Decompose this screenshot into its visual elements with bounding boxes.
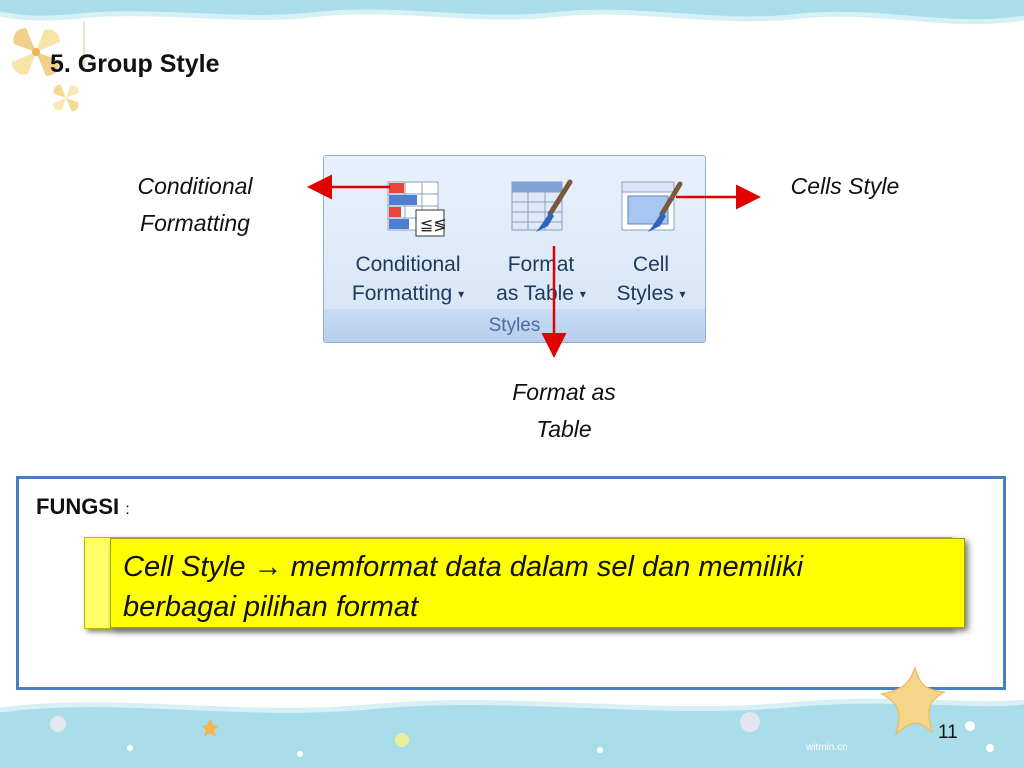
page-number: 11	[938, 722, 958, 743]
starfish-icon	[879, 665, 947, 737]
cell-styles-label-line1: Cell	[632, 253, 670, 276]
chevron-down-icon: ▾	[679, 286, 686, 301]
callout-format-table-line2: Table	[536, 416, 592, 442]
ribbon-styles-group: ≦≶ Conditional Formatting ▾ Format as Ta…	[323, 155, 706, 343]
format-as-table-icon	[511, 179, 573, 232]
chevron-down-icon: ▾	[458, 286, 465, 301]
format-as-table-button[interactable]: Format as Table ▾	[486, 166, 596, 316]
fungsi-label: FUNGSI	[36, 494, 120, 519]
conditional-formatting-button[interactable]: ≦≶ Conditional Formatting ▾	[338, 166, 478, 316]
callout-conditional-line1: Conditional	[137, 173, 253, 199]
format-as-table-label-line2: as Table	[496, 282, 574, 305]
svg-text:≦≶: ≦≶	[420, 215, 447, 234]
conditional-formatting-icon: ≦≶	[387, 181, 447, 237]
ribbon-group-label: Styles	[324, 309, 705, 342]
cell-styles-button[interactable]: Cell Styles ▾	[604, 166, 698, 316]
watermark-text: witmin.cn	[806, 742, 848, 753]
callout-cells-style: Cells Style	[790, 173, 900, 199]
callout-format-table-line1: Format as	[512, 379, 616, 405]
callout-format-as-table: Format as Table	[485, 374, 643, 448]
chevron-down-icon: ▾	[579, 286, 586, 301]
fungsi-colon: :	[125, 501, 130, 518]
pinwheel-icon	[11, 22, 85, 112]
format-as-table-label-line1: Format	[507, 253, 575, 276]
callout-conditional-formatting: Conditional Formatting	[110, 168, 280, 242]
cell-styles-icon	[621, 181, 683, 232]
cell-styles-label-line2: Styles	[616, 282, 674, 305]
fungsi-heading: FUNGSI :	[36, 494, 130, 520]
cell-styles-label: Cell Styles ▾	[604, 250, 698, 309]
fungsi-description-line2: berbagai pilihan format	[123, 591, 419, 623]
conditional-formatting-label: Conditional Formatting ▾	[338, 250, 478, 309]
fungsi-description: Cell Style → memformat data dalam sel da…	[110, 538, 965, 628]
callout-conditional-line2: Formatting	[140, 210, 250, 236]
slide-title: 5. Group Style	[50, 50, 220, 78]
conditional-formatting-label-line2: Formatting	[351, 282, 453, 305]
fungsi-description-line1: Cell Style → memformat data dalam sel da…	[123, 551, 804, 583]
top-wave-decoration	[0, 0, 1024, 25]
format-as-table-label: Format as Table ▾	[486, 250, 596, 309]
conditional-formatting-label-line1: Conditional	[355, 253, 461, 276]
